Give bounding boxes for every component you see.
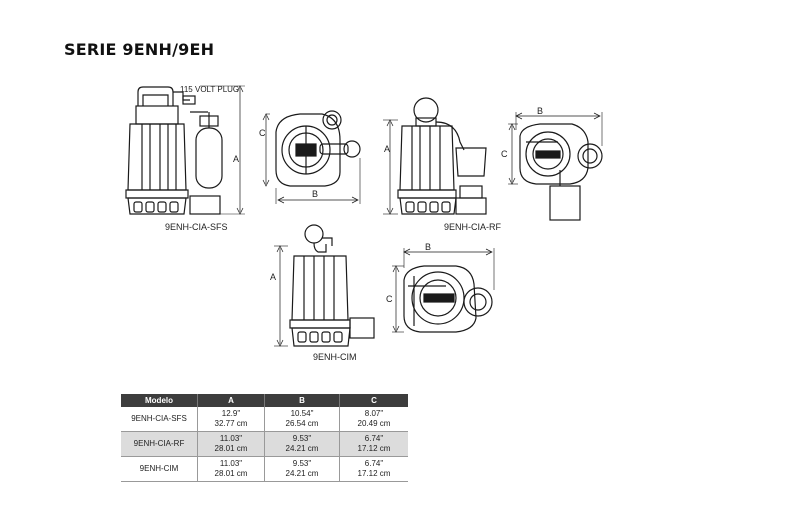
dim-a-label-cim: A: [270, 272, 276, 282]
model-cell: 9ENH-CIA-RF: [121, 431, 198, 457]
page-title: SERIE 9ENH/9EH: [64, 40, 215, 59]
model-cell: 9ENH-CIM: [121, 456, 198, 482]
pump-top-view-rf: [508, 112, 603, 221]
dimension-c-cell: 6.74"17.12 cm: [339, 456, 408, 482]
table-row: 9ENH-CIA-SFS 12.9"32.77 cm 10.54"26.54 c…: [121, 407, 408, 432]
table-row: 9ENH-CIA-RF 11.03"28.01 cm 9.53"24.21 cm…: [121, 431, 408, 457]
dim-c-label-sfs: C: [259, 128, 266, 138]
column-header-c: C: [339, 394, 408, 407]
column-header-a: A: [197, 394, 265, 407]
caption-9enh-cim: 9ENH-CIM: [313, 352, 357, 362]
model-cell: 9ENH-CIA-SFS: [121, 407, 198, 432]
dimension-b-cell: 9.53"24.21 cm: [264, 456, 340, 482]
pump-side-view-sfs: [125, 85, 245, 215]
dimension-b-cell: 10.54"26.54 cm: [264, 407, 340, 432]
dimension-a-cell: 11.03"28.01 cm: [197, 456, 265, 482]
caption-9enh-cia-rf: 9ENH-CIA-RF: [444, 222, 502, 232]
pump-side-view-cim: [274, 224, 375, 347]
dimension-a-cell: 11.03"28.01 cm: [197, 431, 265, 457]
pump-top-view-sfs: [262, 110, 361, 204]
caption-9enh-cia-sfs: 9ENH-CIA-SFS: [165, 222, 228, 232]
dimension-b-cell: 9.53"24.21 cm: [264, 431, 340, 457]
dimension-a-cell: 12.9"32.77 cm: [197, 407, 265, 432]
dimension-c-cell: 6.74"17.12 cm: [339, 431, 408, 457]
table-row: 9ENH-CIM 11.03"28.01 cm 9.53"24.21 cm 6.…: [121, 456, 408, 482]
dim-b-label-cim: B: [425, 242, 431, 252]
table-header-row: Modelo A B C: [121, 394, 408, 407]
dim-a-label-rf: A: [384, 144, 390, 154]
pump-top-view-cim: [392, 248, 495, 333]
pump-side-view-rf: [383, 97, 487, 215]
dim-b-label-sfs: B: [312, 189, 318, 199]
plug-label: 115 VOLT PLUG: [180, 85, 239, 94]
column-header-model: Modelo: [121, 394, 198, 407]
dim-b-label-rf: B: [537, 106, 543, 116]
dim-a-label-sfs: A: [233, 154, 239, 164]
column-header-b: B: [264, 394, 340, 407]
dim-c-label-cim: C: [386, 294, 393, 304]
dimension-c-cell: 8.07"20.49 cm: [339, 407, 408, 432]
dimensions-table: Modelo A B C 9ENH-CIA-SFS 12.9"32.77 cm …: [121, 394, 408, 482]
dim-c-label-rf: C: [501, 149, 508, 159]
